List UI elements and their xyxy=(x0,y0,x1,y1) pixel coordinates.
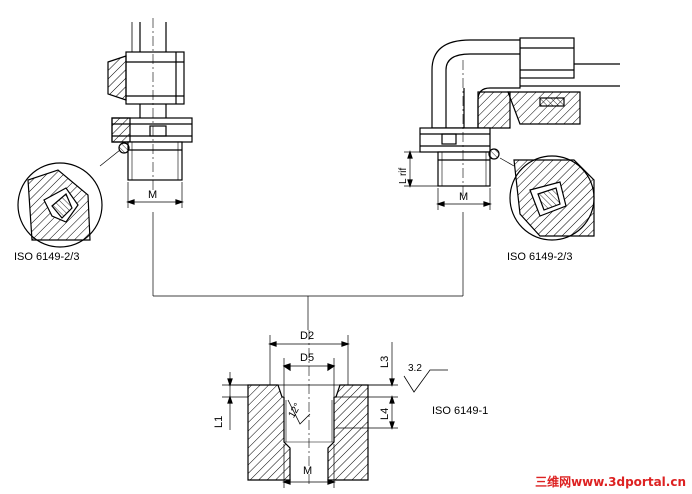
roughness-label: 3.2 xyxy=(408,363,422,374)
right-standard-label: ISO 6149-2/3 xyxy=(507,251,573,263)
watermark: 三维网www.3dportal.cn xyxy=(535,475,686,489)
right-fitting xyxy=(404,37,620,241)
l1-label: L1 xyxy=(213,415,225,428)
connector-lines xyxy=(152,212,464,330)
left-m-label: M xyxy=(148,189,158,201)
port-standard-label: ISO 6149-1 xyxy=(432,405,489,417)
d2-label: D2 xyxy=(300,330,315,342)
l4-label: L4 xyxy=(379,407,391,420)
port-m-label: M xyxy=(303,465,313,477)
right-lrif-label: L rif xyxy=(398,167,409,184)
l3-label: L3 xyxy=(379,355,391,368)
port-section xyxy=(222,330,448,488)
left-standard-label: ISO 6149-2/3 xyxy=(14,251,80,263)
right-m-label: M xyxy=(459,191,469,203)
left-fitting xyxy=(17,18,193,248)
d5-label: D5 xyxy=(300,352,315,364)
